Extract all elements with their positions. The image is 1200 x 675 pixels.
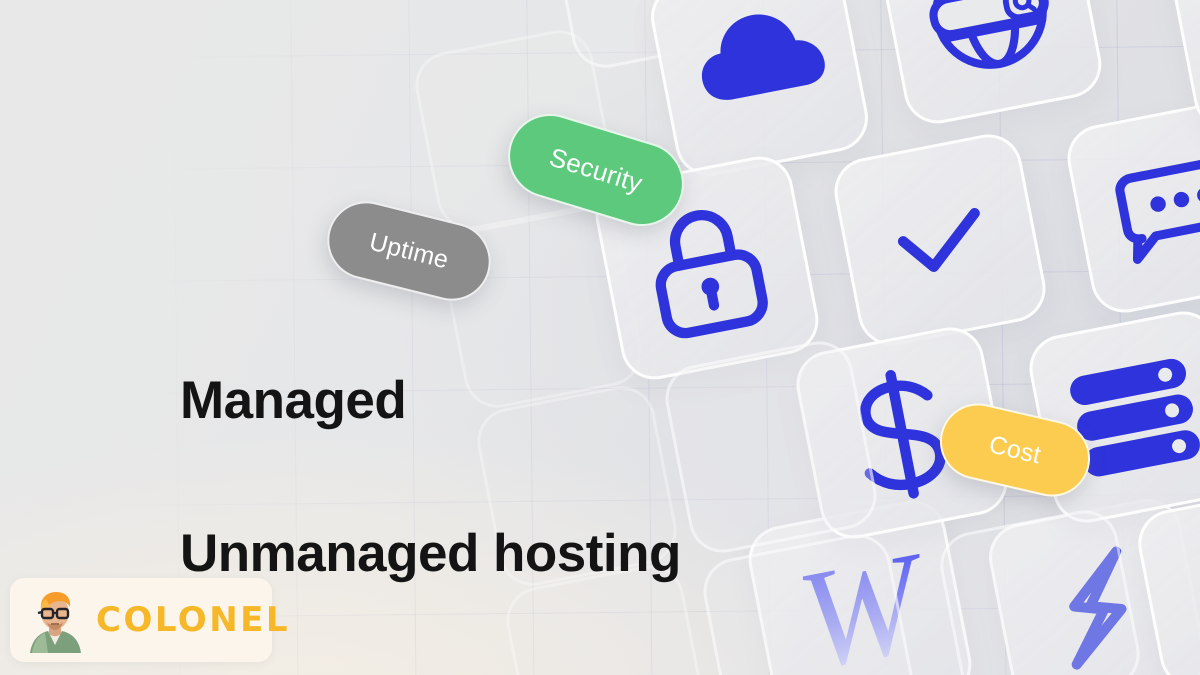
lock-icon <box>621 182 794 355</box>
decorative-card <box>934 504 1146 675</box>
card-dollar <box>790 321 1014 545</box>
card-cloud <box>645 0 874 182</box>
card-lightning <box>983 493 1200 675</box>
wordpress-w-icon: W <box>774 521 947 675</box>
server-stack-icon <box>1053 335 1200 499</box>
card-globe-search <box>872 0 1108 130</box>
chat-bubble-icon <box>1091 125 1200 289</box>
pill-security-label: Security <box>546 141 647 198</box>
decorative-card <box>659 335 883 559</box>
brand-name: COLONEL <box>96 600 291 640</box>
page-title-line-1: Managed <box>180 371 407 430</box>
card-server <box>1023 305 1200 529</box>
page-title-line-2: Unmanaged hosting <box>180 524 681 583</box>
checkmark-icon <box>858 158 1022 322</box>
cloud-icon <box>675 0 843 152</box>
card-lock <box>589 150 825 386</box>
globe-search-icon <box>904 0 1077 98</box>
pill-uptime-label: Uptime <box>366 227 452 274</box>
colonel-mascot-avatar <box>24 587 86 653</box>
card-wordpress: W <box>742 494 978 675</box>
card-chat <box>1061 95 1200 319</box>
lightning-bolt-icon <box>1013 523 1181 675</box>
dollar-sign-icon <box>820 351 984 515</box>
pill-cost-label: Cost <box>986 429 1044 470</box>
card-checkmark <box>828 128 1052 352</box>
brand-logo[interactable]: COLONEL <box>10 578 288 662</box>
